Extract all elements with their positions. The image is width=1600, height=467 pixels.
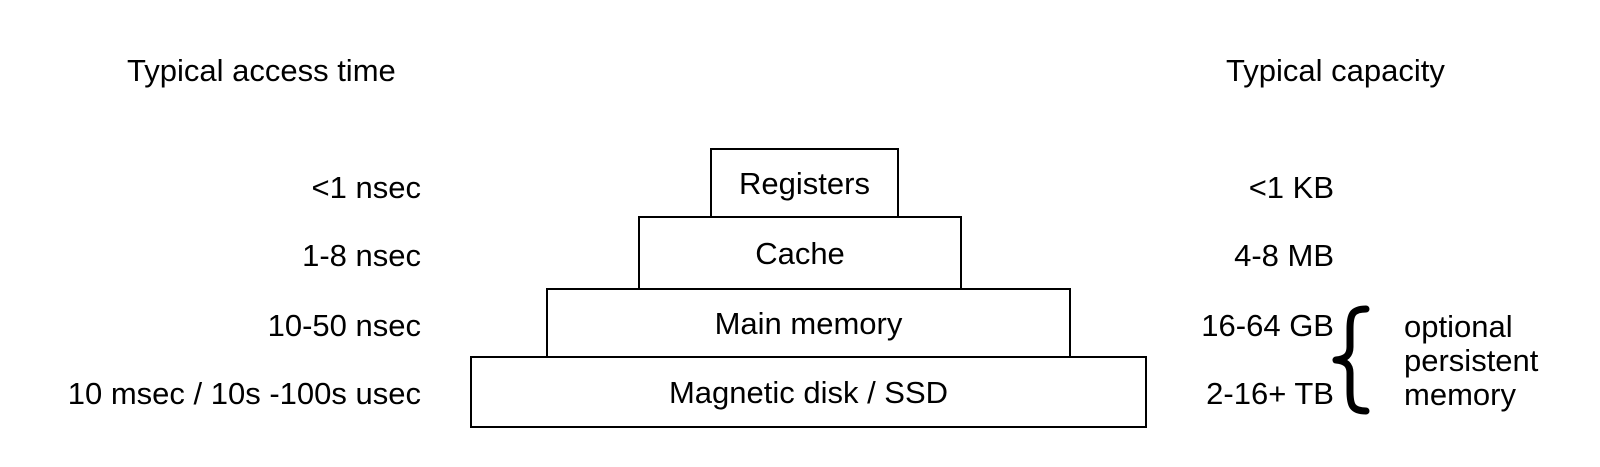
level-main-memory: Main memory — [546, 288, 1071, 358]
note-line: optional — [1404, 309, 1513, 344]
note-line: memory — [1404, 377, 1516, 412]
note-line: persistent — [1404, 343, 1539, 378]
level-label: Cache — [755, 235, 845, 271]
level-registers: Registers — [710, 148, 899, 218]
capacity-cache: 4-8 MB — [1234, 238, 1334, 273]
access-time-registers: <1 nsec — [311, 170, 421, 205]
access-time-disk: 10 msec / 10s -100s usec — [67, 376, 421, 411]
access-time-cache: 1-8 nsec — [302, 238, 421, 273]
capacity-disk: 2-16+ TB — [1206, 376, 1334, 411]
level-label: Magnetic disk / SSD — [668, 374, 949, 410]
capacity-registers: <1 KB — [1248, 170, 1334, 205]
capacity-header: Typical capacity — [1226, 53, 1445, 88]
access-time-main-memory: 10-50 nsec — [267, 308, 421, 343]
level-disk: Magnetic disk / SSD — [470, 356, 1147, 428]
level-label: Main memory — [714, 305, 903, 341]
persistent-memory-note: optional persistent memory — [1404, 310, 1538, 412]
capacity-main-memory: 16-64 GB — [1201, 308, 1334, 343]
level-label: Registers — [739, 165, 870, 201]
level-cache: Cache — [638, 216, 962, 290]
curly-brace-icon — [1332, 305, 1370, 415]
access-time-header: Typical access time — [127, 53, 396, 88]
